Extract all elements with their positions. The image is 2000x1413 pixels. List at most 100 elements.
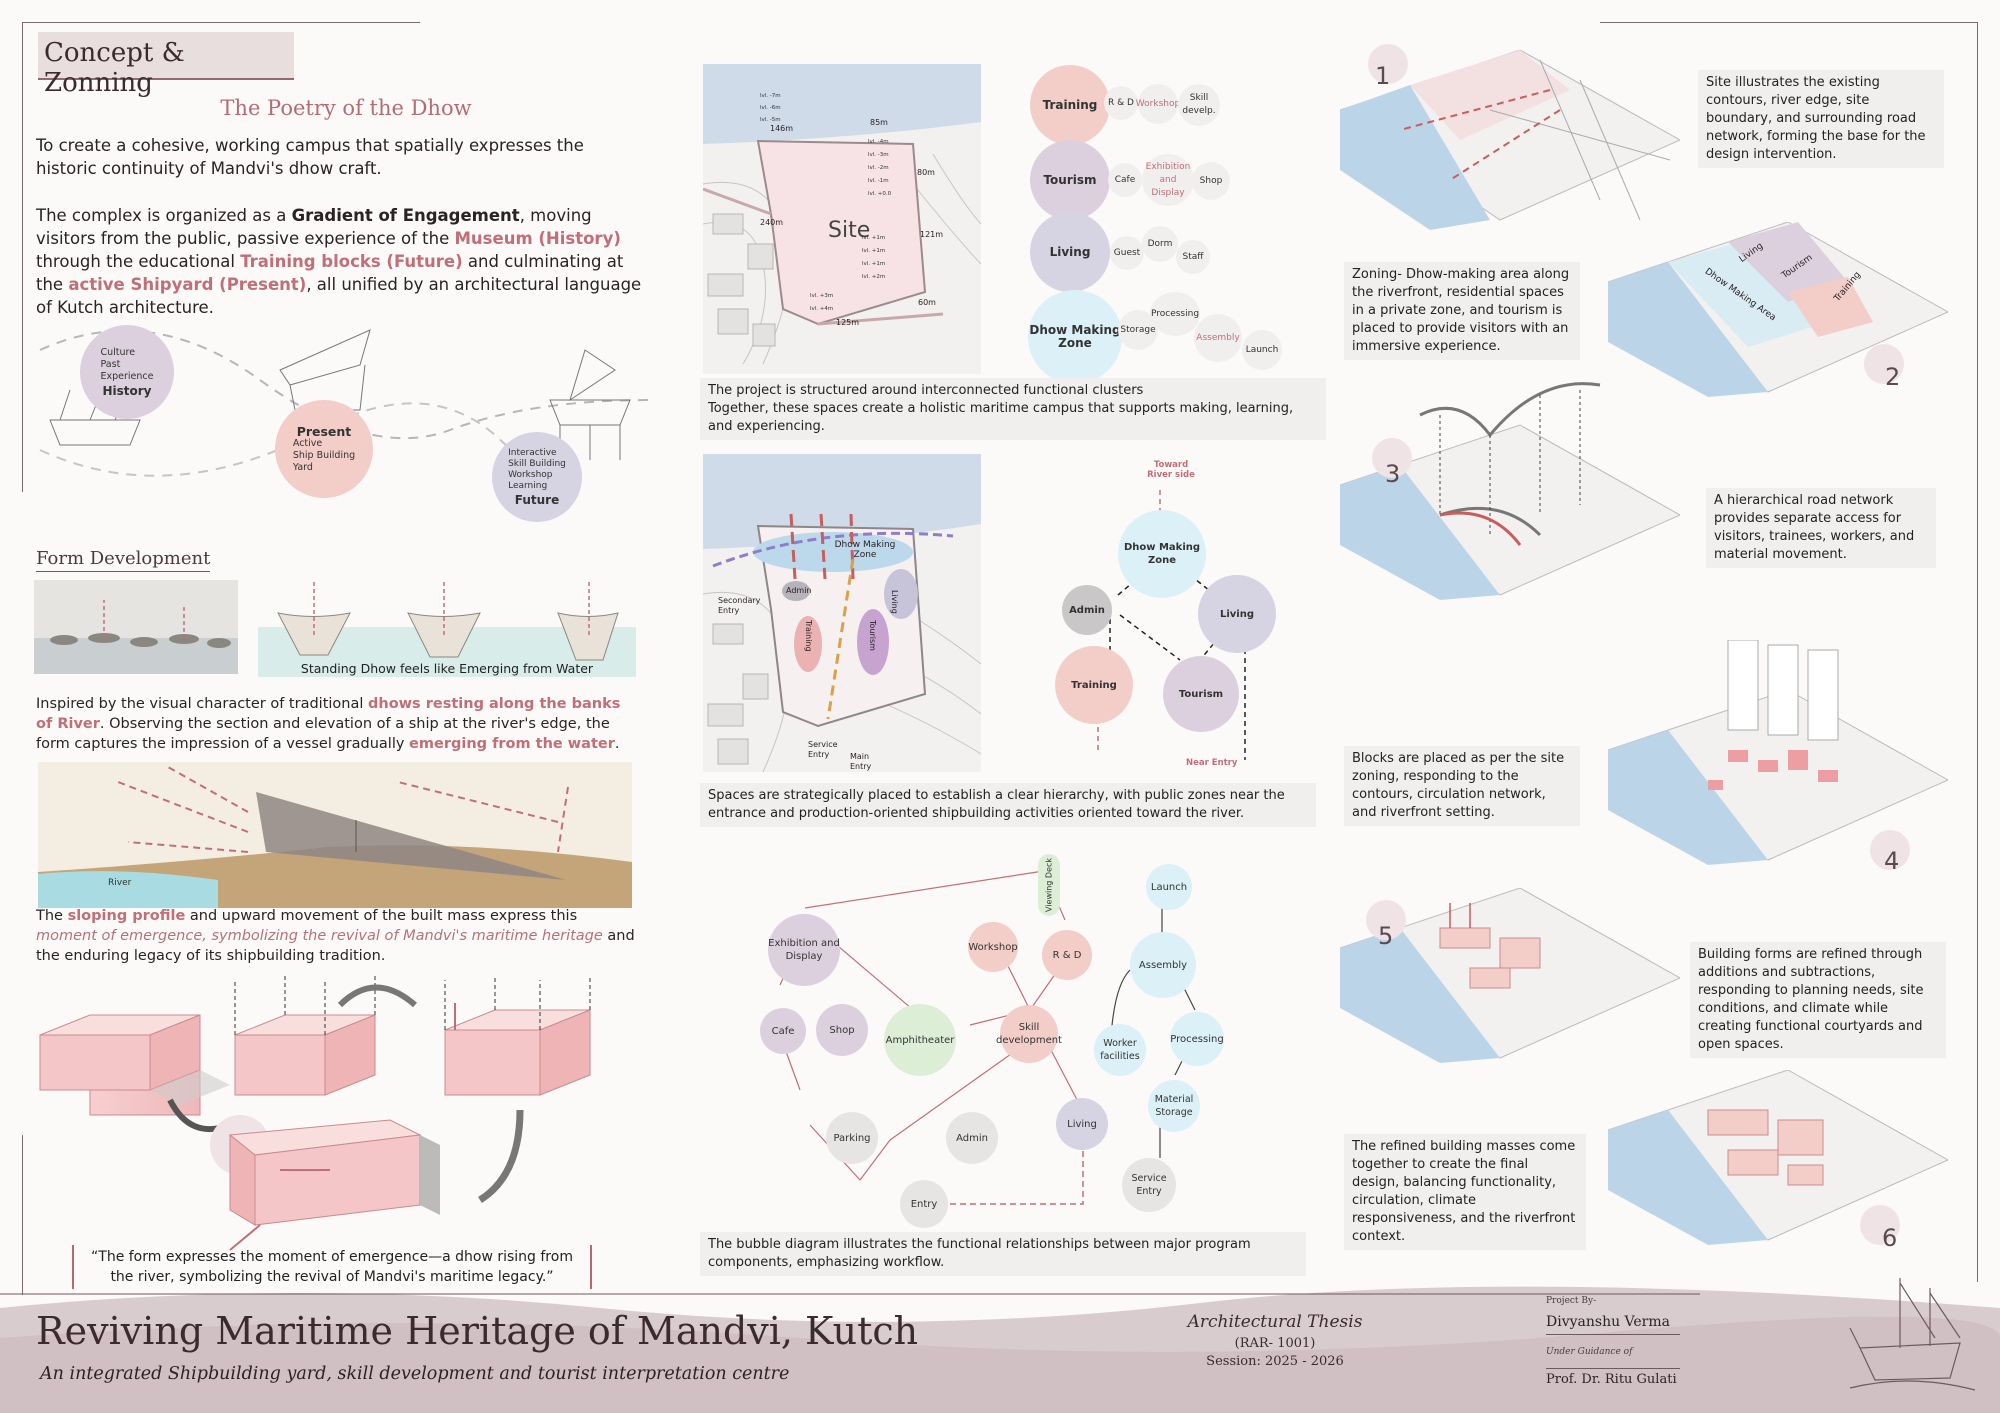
- cluster-item: Skill develp.: [1178, 84, 1220, 126]
- quote-box: “The form expresses the moment of emerge…: [72, 1245, 592, 1289]
- level-labels-inner: lvl. -4m lvl. -3m lvl. -2m lvl. -1m lvl.…: [868, 139, 892, 197]
- bubble-entry: Entry: [900, 1180, 948, 1228]
- bubble-viewing-deck: Viewing Deck: [1038, 854, 1060, 916]
- cluster-item: Launch: [1242, 330, 1282, 370]
- zoning-label-secondary-entry: Secondary Entry: [718, 596, 761, 615]
- present-circle: Present Active Ship Building Yard: [275, 400, 373, 498]
- mass-box-2: [234, 975, 376, 1096]
- bubble-admin: Admin: [946, 1112, 998, 1164]
- section-sketch: [38, 762, 632, 908]
- bubble-caption: The bubble diagram illustrates the funct…: [700, 1232, 1306, 1276]
- footer-by-label: Project By-: [1546, 1296, 1597, 1306]
- bubble-rnd: R & D: [1042, 930, 1092, 980]
- mass-box-1: [39, 1014, 230, 1116]
- cluster-dhow-making: Dhow Making Zone: [1028, 290, 1122, 384]
- step-1-caption: Site illustrates the existing contours, …: [1698, 70, 1944, 168]
- step-2-number-bg: [1864, 344, 1904, 384]
- form-development-heading: Form Development: [36, 548, 211, 572]
- frame-top-left: [22, 22, 420, 23]
- section-badge-text: Concept & Zonning: [44, 38, 185, 98]
- step-4-caption: Blocks are placed as per the site zoning…: [1344, 746, 1580, 826]
- footer-by-name: Divyanshu Verma: [1546, 1314, 1680, 1335]
- intro-paragraph-1: To create a cohesive, working campus tha…: [36, 136, 584, 178]
- standing-dhow-illustration: [258, 580, 636, 677]
- bubble-skill: Skill development: [996, 1005, 1062, 1063]
- footer-waves: [0, 1286, 2000, 1413]
- cluster-item: Shop: [1192, 162, 1230, 200]
- footer-thesis: Architectural Thesis: [1187, 1312, 1363, 1332]
- footer-guide-name: Prof. Dr. Ritu Gulati: [1546, 1368, 1680, 1387]
- footer-subtitle: An integrated Shipbuilding yard, skill d…: [40, 1364, 790, 1384]
- dim-label-2: 85m: [870, 118, 888, 127]
- cluster-tourism: Tourism: [1030, 140, 1110, 220]
- step-4-number: 4: [1884, 847, 1900, 875]
- step-6-number-bg: [1860, 1205, 1900, 1245]
- cluster-item: Dorm: [1142, 226, 1178, 262]
- dim-label-5: 60m: [918, 298, 936, 307]
- step-2-caption: Zoning- Dhow-making area along the river…: [1344, 262, 1580, 360]
- dim-label-7: 240m: [760, 218, 784, 227]
- step-1-number: 1: [1375, 62, 1391, 90]
- relation-training: Training: [1055, 646, 1133, 724]
- bubble-amphitheater: Amphitheater: [884, 1004, 956, 1076]
- dim-label-1: 146m: [770, 124, 794, 133]
- footer-code: (RAR- 1001): [1234, 1336, 1316, 1351]
- bubble-launch: Launch: [1146, 864, 1192, 910]
- relation-admin: Admin: [1062, 585, 1112, 635]
- footer-session: Session: 2025 - 2026: [1206, 1354, 1344, 1369]
- cluster-item: Guest: [1110, 236, 1144, 270]
- bubble-exhibition: Exhibition and Display: [768, 914, 840, 986]
- river-label: River: [108, 878, 132, 888]
- bubble-service-entry: Service Entry: [1122, 1158, 1176, 1212]
- cluster-item: Cafe: [1108, 163, 1142, 197]
- zoning-label-training: Training: [804, 620, 813, 652]
- bubble-living: Living: [1056, 1098, 1108, 1150]
- cluster-item: Processing: [1150, 292, 1200, 336]
- step-6-caption: The refined building masses come togethe…: [1344, 1134, 1586, 1250]
- cluster-training: Training: [1030, 65, 1110, 145]
- mass-transformation-diagram: [39, 975, 591, 1251]
- bubble-workshop: Workshop: [968, 922, 1018, 972]
- site-label: Site: [828, 218, 871, 243]
- relation-dhow: Dhow Making Zone: [1118, 510, 1206, 598]
- relation-top-label: Toward River side: [1147, 460, 1195, 480]
- step-3-axonometric: [1340, 382, 1680, 600]
- step-4-axonometric: [1608, 640, 1948, 865]
- step-1-number-bg: [1368, 44, 1408, 84]
- history-circle: Culture Past Experience History: [80, 325, 174, 419]
- frame-right: [1977, 22, 1978, 1282]
- dim-label-4: 121m: [920, 230, 944, 239]
- mass-box-3: [444, 975, 591, 1096]
- step-6-number: 6: [1882, 1224, 1898, 1252]
- zoning-label-main-entry: Main Entry: [850, 752, 872, 771]
- level-labels-bottom: lvl. +3m lvl. +4m: [810, 293, 834, 312]
- bubble-processing: Processing: [1170, 1012, 1224, 1066]
- footer-title: Reviving Maritime Heritage of Mandvi, Ku…: [36, 1309, 919, 1353]
- zoning-caption: Spaces are strategically placed to estab…: [700, 783, 1316, 827]
- frame-top-right: [1600, 22, 1978, 23]
- dim-label-3: 80m: [917, 168, 935, 177]
- level-labels-lower: lvl. +1m lvl. +1m lvl. +1m lvl. +2m: [862, 235, 886, 280]
- step-4-number-bg: [1870, 830, 1910, 870]
- zoning-label-admin: Admin: [786, 586, 812, 595]
- step-1-axonometric: [1340, 50, 1680, 230]
- zoning-map: [703, 454, 981, 772]
- relation-living: Living: [1198, 575, 1276, 653]
- frame-left-lower: [22, 1135, 23, 1295]
- step-5-axonometric: [1340, 888, 1680, 1063]
- step-5-caption: Building forms are refined through addit…: [1690, 942, 1946, 1058]
- intro-paragraph-2: The complex is organized as a Gradient o…: [36, 206, 642, 317]
- site-map: [703, 64, 981, 374]
- quote-text: “The form expresses the moment of emerge…: [91, 1249, 573, 1285]
- bubble-assembly: Assembly: [1130, 932, 1196, 998]
- relation-tourism: Tourism: [1163, 656, 1239, 732]
- section-badge: Concept & Zonning: [38, 32, 294, 98]
- dim-label-6: 125m: [836, 318, 860, 327]
- zoning-label-dhow: Dhow Making Zone: [834, 540, 896, 560]
- step-2-axonometric: [1608, 222, 1948, 397]
- form-paragraph-2: The sloping profile and upward movement …: [36, 908, 635, 964]
- cluster-living: Living: [1030, 212, 1110, 292]
- step-3-number: 3: [1385, 460, 1401, 488]
- step-6-axonometric: [1608, 1070, 1948, 1245]
- cluster-item: Assembly: [1194, 314, 1242, 362]
